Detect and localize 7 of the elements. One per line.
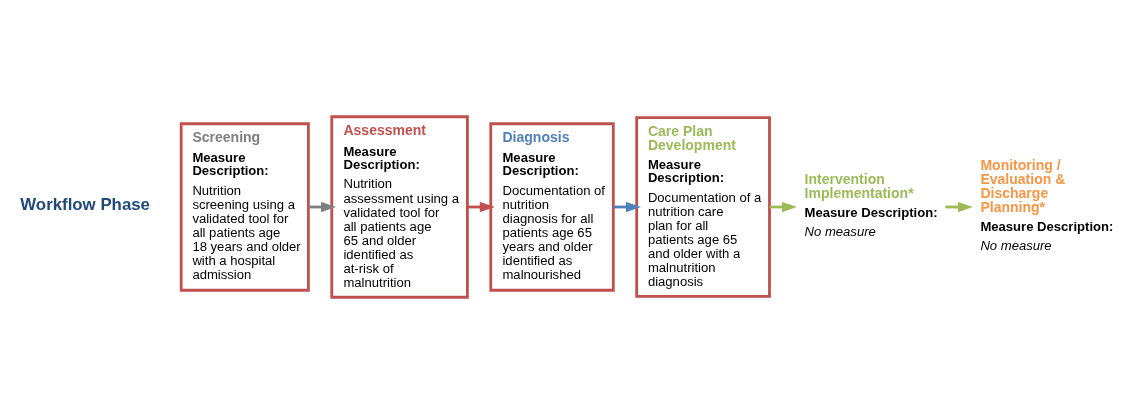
node-text: Intervention Implementation* Measure Description: No measure	[804, 170, 938, 239]
node-box: Screening Measure Description: Nutrition screening using a validated tool for all patients age 18 years and older with a hospital admission	[179, 121, 310, 292]
label: Workflow Phase	[20, 194, 150, 214]
node-box: Assessment Measure Description: Nutrition assessment using a validated tool for all patients age 65 and older identified as at-risk of malnutrition	[330, 114, 469, 299]
node-box: Care Plan Development Measure Description: Documentation of a nutrition care plan for all patients age 65 and older with a malnutrition diagnosis	[635, 115, 771, 298]
node-text: Monitoring / Evaluation & Discharge Planning* Measure Description: No measure	[980, 156, 1114, 253]
node-box: Diagnosis Measure Description: Documentation of nutrition diagnosis for all patients age 65 years and older identified as malnourished	[489, 121, 615, 292]
